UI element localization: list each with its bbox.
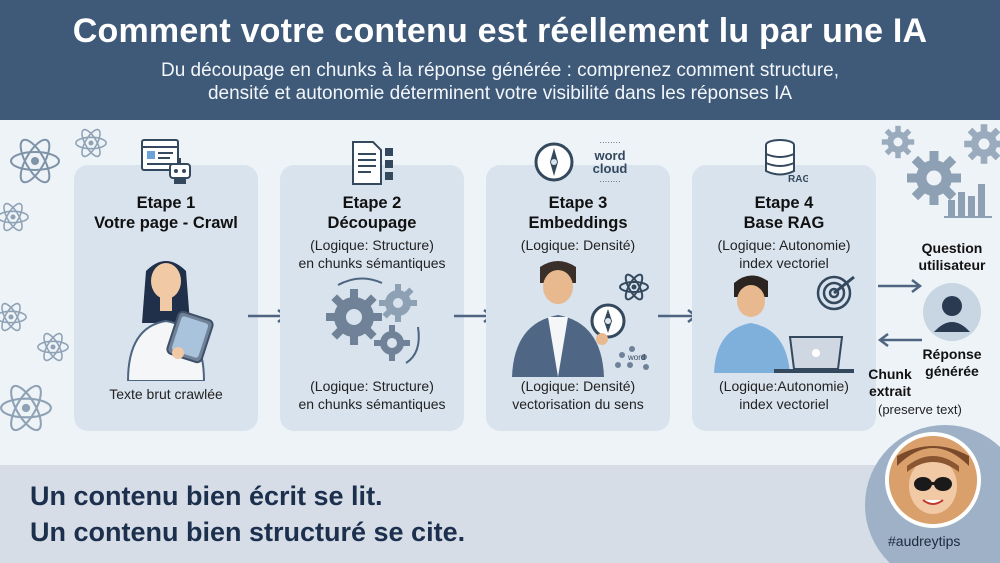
man-laptop-illustration — [714, 275, 855, 373]
hashtag-label: #audreytips — [888, 533, 961, 549]
step-4-foot: (Logique:Autonomie) index vectoriel — [692, 377, 876, 413]
author-face-icon — [889, 436, 977, 524]
atom-deco-icon — [0, 302, 27, 332]
subtitle-line-1: Du découpage en chunks à la réponse géné… — [160, 60, 840, 81]
wordcloud-small-text: word — [627, 353, 645, 362]
step-4-name: Base RAG — [743, 214, 825, 232]
step-2-label: Etape 2 — [342, 194, 402, 212]
step-4-logic-line-1: (Logique: Autonomie) — [717, 237, 851, 253]
gear-deco-icon — [907, 151, 961, 205]
step-4-logic-line-2: index vectoriel — [739, 255, 829, 271]
atom-deco-icon — [75, 128, 107, 158]
chunk-line-2: extrait — [868, 383, 912, 399]
step-2-logic-line-2: en chunks sémantiques — [298, 255, 446, 271]
step-4-logic: (Logique: Autonomie) index vectoriel — [692, 236, 876, 272]
bar-chart-deco-icon — [944, 184, 992, 218]
page-subtitle: Du découpage en chunks à la réponse géné… — [0, 59, 1000, 105]
step-3-name: Embeddings — [528, 214, 628, 232]
question-line-1: Question — [921, 240, 983, 256]
step-1-title: Etape 1 Votre page - Crawl — [74, 193, 258, 233]
footer-banner: Un contenu bien écrit se lit. Un contenu… — [0, 465, 1000, 563]
gear-deco-icon — [881, 125, 915, 159]
gears-illustration — [326, 277, 420, 364]
woman-tablet-illustration — [126, 261, 214, 381]
step-2-foot-line-2: en chunks sémantiques — [298, 396, 446, 412]
document-chunks-icon — [352, 141, 393, 185]
header-banner: Comment votre contenu est réellement lu … — [0, 0, 1000, 120]
step-3-logic: (Logique: Densité) — [520, 237, 636, 253]
question-label: Question utilisateur — [910, 240, 994, 274]
step-1-label: Etape 1 — [136, 194, 196, 212]
step-1-name: Votre page - Crawl — [94, 214, 238, 232]
step-3-foot-line-2: vectorisation du sens — [512, 396, 644, 412]
step-3-title: Etape 3 Embeddings — [486, 193, 670, 233]
question-arrow — [878, 279, 923, 293]
atom-deco-icon — [10, 138, 60, 184]
step-3-foot-line-1: (Logique: Densité) — [520, 378, 636, 394]
preserve-text-label: (preserve text) — [878, 402, 962, 417]
atom-deco-icon — [0, 202, 29, 232]
step-4-card: Etape 4 Base RAG (Logique: Autonomie) in… — [692, 165, 876, 431]
database-rag-icon: RAG — [765, 139, 808, 184]
response-label: Réponse générée — [914, 346, 990, 380]
man-compass-illustration: word — [512, 261, 649, 377]
step-2-logic-line-1: (Logique: Structure) — [310, 237, 434, 253]
question-line-2: utilisateur — [918, 257, 986, 273]
atom-deco-icon — [0, 384, 52, 432]
step-2-card: Etape 2 Découpage (Logique: Structure) e… — [280, 165, 464, 431]
step-3-foot: (Logique: Densité) vectorisation du sens — [486, 377, 670, 413]
atom-deco-icon — [37, 332, 69, 362]
step-3-label: Etape 3 — [548, 194, 608, 212]
tagline-line-2: Un contenu bien structuré se cite. — [30, 517, 466, 547]
step-3-card: Etape 3 Embeddings (Logique: Densité) wo… — [486, 165, 670, 431]
rag-label: RAG — [788, 174, 808, 184]
step-2-foot: (Logique: Structure) en chunks sémantiqu… — [280, 377, 464, 413]
step-4-label: Etape 4 — [754, 194, 814, 212]
process-stage: Etape 1 Votre page - Crawl Texte brut cr… — [0, 120, 1000, 465]
step-4-title: Etape 4 Base RAG — [692, 193, 876, 233]
subtitle-line-2: densité et autonomie déterminent votre v… — [207, 83, 793, 104]
chunk-line-1: Chunk — [868, 366, 912, 382]
wordcloud-big-text: word cloud — [592, 148, 628, 176]
author-avatar — [885, 432, 981, 528]
user-avatar-icon — [923, 283, 981, 341]
step-1-card: Etape 1 Votre page - Crawl Texte brut cr… — [74, 165, 258, 431]
step-2-foot-line-1: (Logique: Structure) — [310, 378, 434, 394]
response-line-2: générée — [925, 363, 979, 379]
response-line-1: Réponse — [922, 346, 982, 362]
chunk-label: Chunk extrait — [858, 366, 922, 400]
step-2-title: Etape 2 Découpage — [280, 193, 464, 233]
step-2-logic: (Logique: Structure) en chunks sémantiqu… — [280, 236, 464, 272]
gear-deco-icon — [964, 124, 1000, 164]
step-4-foot-line-2: index vectoriel — [739, 396, 829, 412]
tagline-line-1: Un contenu bien écrit se lit. — [30, 481, 383, 511]
step-1-foot: Texte brut crawlée — [109, 386, 223, 402]
page-title: Comment votre contenu est réellement lu … — [72, 12, 928, 50]
step-4-foot-line-1: (Logique:Autonomie) — [719, 378, 849, 394]
step-2-name: Découpage — [327, 214, 417, 232]
compass-icon — [534, 142, 574, 182]
wordcloud-icon: ········ word cloud ········ — [578, 136, 642, 186]
response-arrow — [877, 333, 922, 347]
browser-robot-icon — [141, 139, 191, 184]
